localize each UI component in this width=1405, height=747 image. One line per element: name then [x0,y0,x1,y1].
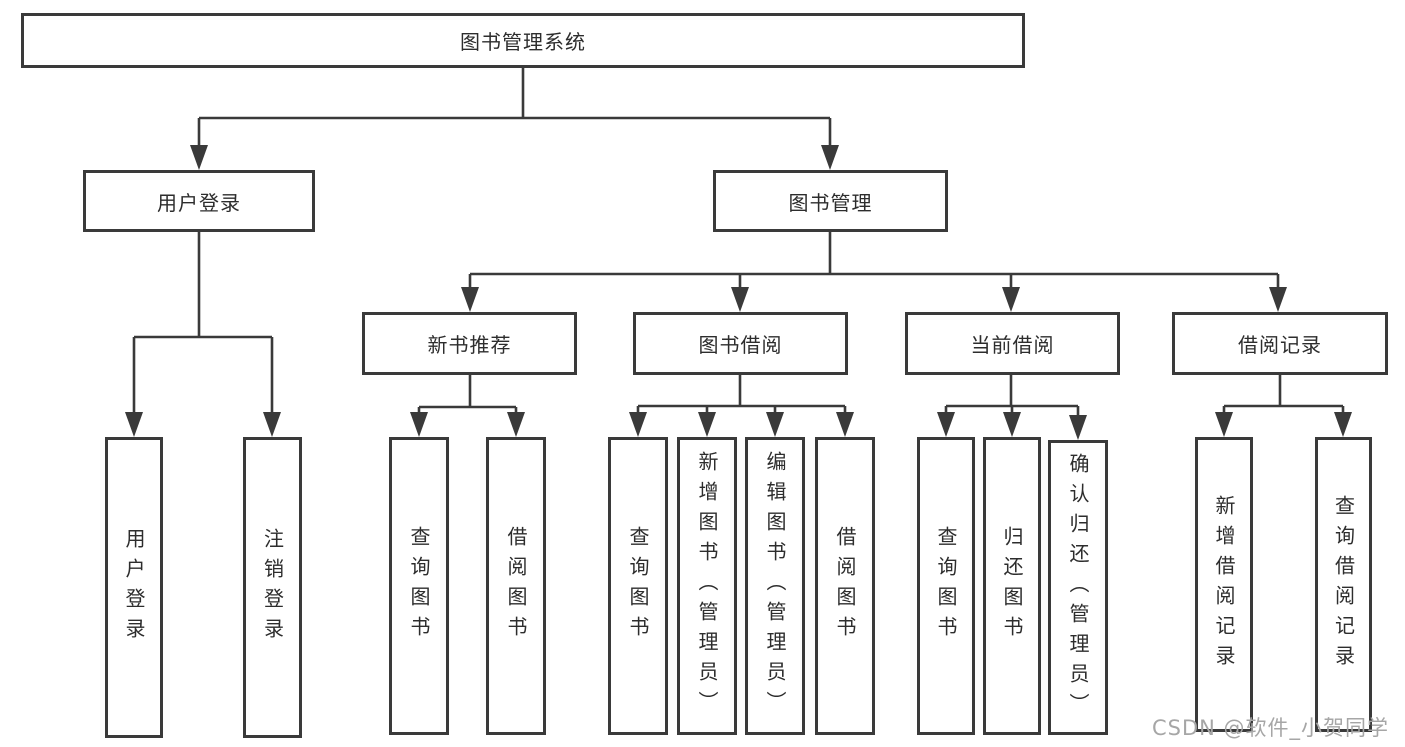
node-book-borrow: 图书借阅 [633,312,848,375]
leaf-user-login-label: 用户登录 [122,527,146,648]
node-new-book-recommend-label: 新书推荐 [427,333,512,357]
leaf-confirm-return-admin-label: 确认归还（管理员） [1066,452,1090,723]
arrowhead-icon [1215,412,1233,437]
node-user-login: 用户登录 [83,170,315,232]
arrowhead-icon [263,412,281,437]
arrowhead-icon [821,145,839,170]
arrowhead-icon [836,412,854,437]
node-current-borrow: 当前借阅 [905,312,1120,375]
leaf-borrow-books-label: 借阅图书 [833,526,857,646]
connector-arrowheads [125,145,1352,440]
arrowhead-icon [766,412,784,437]
arrowhead-icon [410,412,428,437]
arrowhead-icon [1334,412,1352,437]
leaf-query-books-current-label: 查询图书 [934,526,958,646]
arrowhead-icon [1069,415,1087,440]
node-borrow-records-label: 借阅记录 [1238,333,1322,357]
leaf-query-books-borrow: 查询图书 [608,437,668,735]
node-user-login-label: 用户登录 [157,190,241,215]
leaf-user-login: 用户登录 [105,437,163,738]
leaf-borrow-books: 借阅图书 [815,437,875,735]
node-current-borrow-label: 当前借阅 [970,333,1055,357]
leaf-add-books-admin: 新增图书（管理员） [677,437,737,735]
node-root-label: 图书管理系统 [460,30,586,54]
node-new-book-recommend: 新书推荐 [362,312,577,375]
leaf-borrow-books-recommend: 借阅图书 [486,437,546,735]
node-root: 图书管理系统 [21,13,1025,68]
leaf-query-books-recommend-label: 查询图书 [407,526,431,646]
arrowhead-icon [507,412,525,437]
node-book-management-label: 图书管理 [788,190,873,215]
arrowhead-icon [937,412,955,437]
csdn-watermark: CSDN @软件_小贺同学 [1152,716,1390,740]
leaf-confirm-return-admin: 确认归还（管理员） [1048,440,1108,735]
leaf-return-books: 归还图书 [983,437,1041,735]
node-borrow-records: 借阅记录 [1172,312,1388,375]
leaf-add-borrow-record: 新增借阅记录 [1195,437,1253,732]
node-book-borrow-label: 图书借阅 [698,333,783,357]
arrowhead-icon [629,412,647,437]
leaf-edit-books-admin: 编辑图书（管理员） [745,437,805,735]
node-book-management: 图书管理 [713,170,948,232]
leaf-query-borrow-record-label: 查询借阅记录 [1331,494,1356,675]
leaf-query-borrow-record: 查询借阅记录 [1315,437,1372,732]
leaf-add-books-admin-label: 新增图书（管理员） [695,451,719,721]
arrowhead-icon [698,412,716,437]
leaf-query-books-borrow-label: 查询图书 [626,526,650,646]
leaf-logout: 注销登录 [243,437,302,738]
leaf-add-borrow-record-label: 新增借阅记录 [1212,494,1236,675]
leaf-edit-books-admin-label: 编辑图书（管理员） [763,451,787,721]
leaf-logout-label: 注销登录 [260,527,285,648]
arrowhead-icon [190,145,208,170]
arrowhead-icon [1002,287,1020,312]
leaf-return-books-label: 归还图书 [1000,526,1024,646]
arrowhead-icon [1269,287,1287,312]
arrowhead-icon [731,287,749,312]
leaf-borrow-books-recommend-label: 借阅图书 [504,526,528,646]
leaf-query-books-recommend: 查询图书 [389,437,449,735]
arrowhead-icon [1003,412,1021,437]
arrowhead-icon [461,287,479,312]
leaf-query-books-current: 查询图书 [917,437,975,735]
arrowhead-icon [125,412,143,437]
